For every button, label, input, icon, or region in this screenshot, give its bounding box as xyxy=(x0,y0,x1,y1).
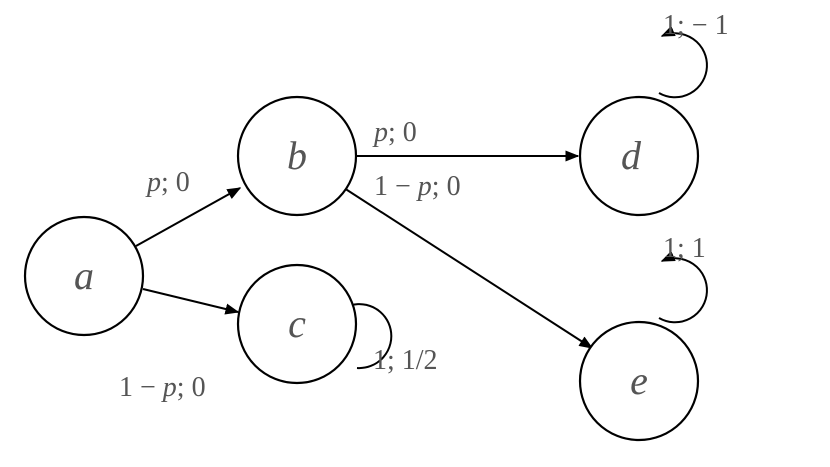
edge-label-b-e: 1 − p; 0 xyxy=(374,171,461,202)
edge-b-e xyxy=(343,187,594,349)
node-a: a xyxy=(23,215,145,337)
edge-a-b xyxy=(135,187,242,247)
svg-text:e: e xyxy=(630,358,648,403)
node-e: e xyxy=(578,320,700,442)
edge-label-a-b: p; 0 xyxy=(145,167,190,198)
edge-label-b-d: p; 0 xyxy=(372,117,417,148)
loop-label-c: 1; 1/2 xyxy=(373,345,438,376)
edge-label-a-c: 1 − p; 0 xyxy=(119,372,206,403)
svg-text:a: a xyxy=(74,253,94,298)
node-b: b xyxy=(236,95,358,217)
node-d: d xyxy=(578,95,700,217)
loop-e xyxy=(658,250,708,324)
node-c: c xyxy=(236,263,358,385)
loop-label-e: 1; 1 xyxy=(663,233,706,264)
loop-d xyxy=(658,25,708,99)
edge-label-a-c-prob: 1 − p xyxy=(119,372,177,403)
svg-text:d: d xyxy=(621,133,642,178)
svg-text:c: c xyxy=(288,301,306,346)
loop-label-d: 1; − 1 xyxy=(663,10,729,41)
svg-text:b: b xyxy=(287,133,307,178)
edge-a-c xyxy=(142,288,240,315)
edge-label-b-e-prob: 1 − p xyxy=(374,171,432,202)
